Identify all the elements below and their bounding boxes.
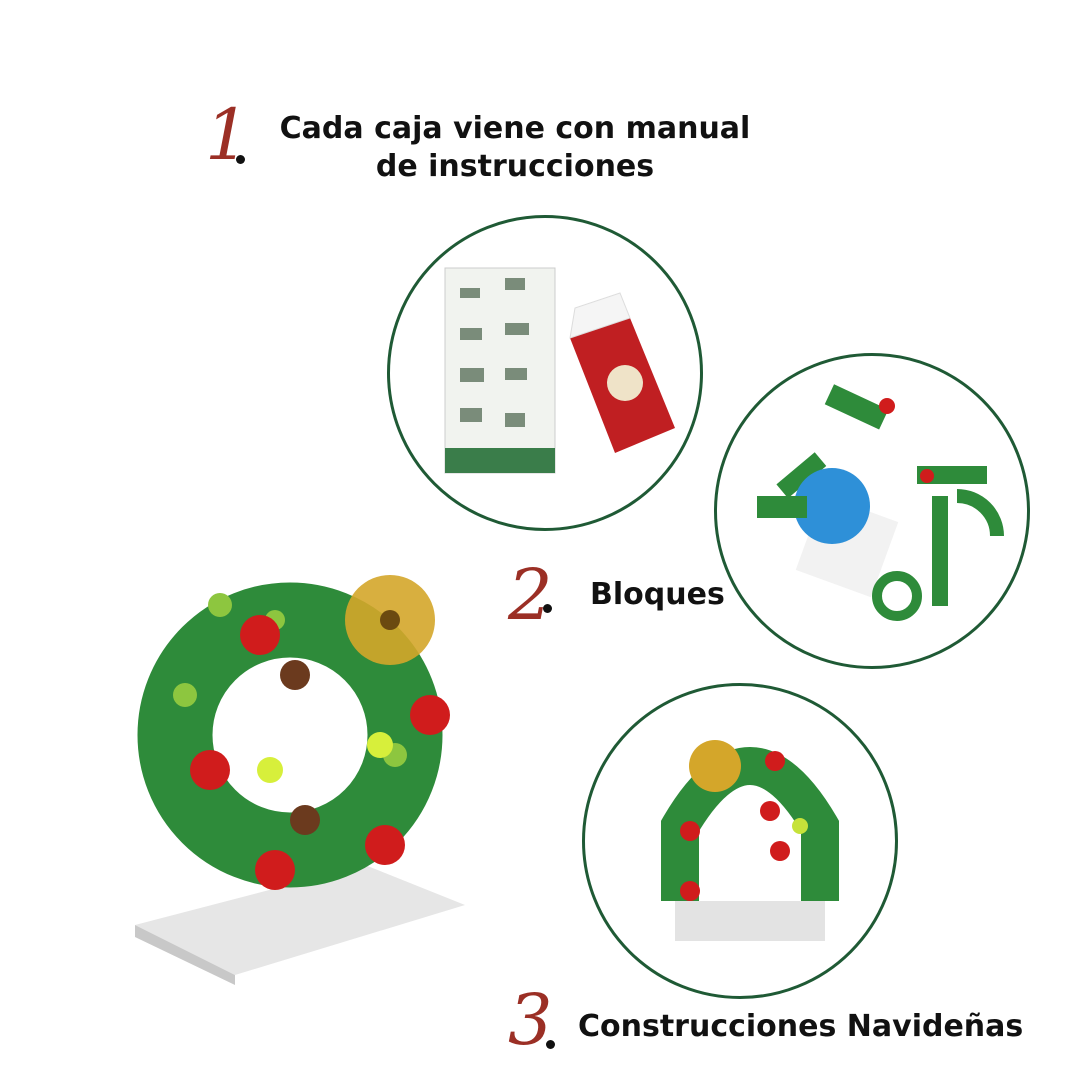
- step-1-label: Cada caja viene con manual de instruccio…: [260, 110, 770, 186]
- step-1-dot: [236, 155, 245, 164]
- step-3-label: Construcciones Navideñas: [578, 1009, 1024, 1044]
- manual-image-circle: [387, 215, 703, 531]
- loose-bricks-image: [757, 384, 1004, 621]
- step-2-dot: [543, 604, 552, 613]
- bricks-image-circle: [714, 353, 1030, 669]
- step-3-dot: [546, 1040, 555, 1049]
- christmas-arch-image: [661, 740, 839, 941]
- manual-and-box-image: [444, 267, 675, 474]
- christmas-wreath-image: [125, 525, 475, 985]
- step-2-number: 2: [508, 554, 553, 636]
- step-1-label-line2: de instrucciones: [375, 149, 655, 184]
- arch-build-image-circle: [582, 683, 898, 999]
- step-1-label-line1: Cada caja viene con manual: [279, 111, 751, 146]
- step-2-label: Bloques: [590, 577, 725, 612]
- step-3-number: 3: [508, 979, 553, 1061]
